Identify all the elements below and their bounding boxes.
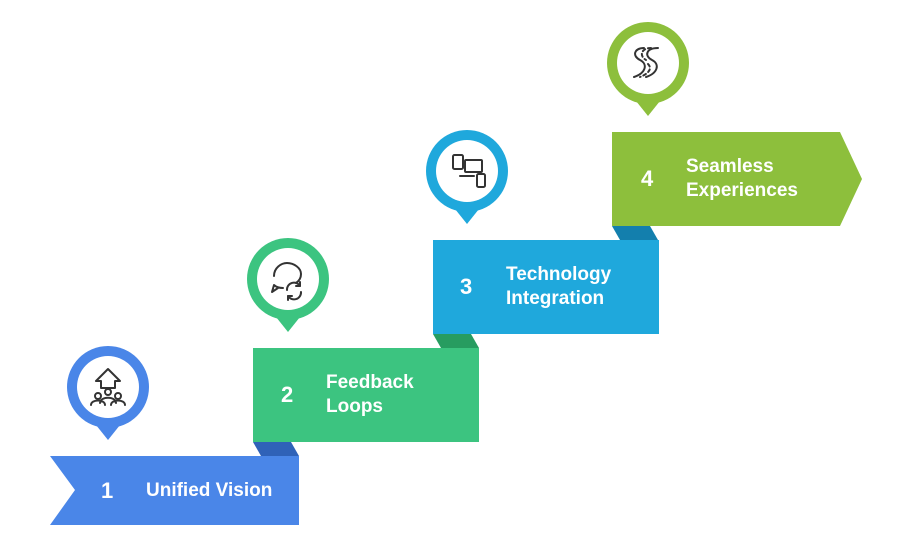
step-3-banner xyxy=(433,240,659,334)
step-4-pin xyxy=(607,22,689,116)
step-2-fold xyxy=(433,334,479,348)
step-1-fold xyxy=(253,442,299,456)
step-2-pin xyxy=(247,238,329,332)
step-1-label: Unified Vision xyxy=(146,480,273,501)
team-upward-arrow-icon xyxy=(90,368,126,406)
step-4-banner xyxy=(612,132,862,226)
step-1-number: 1 xyxy=(101,478,114,503)
winding-road-icon xyxy=(633,47,659,78)
step-2-label-line-1: Feedback xyxy=(326,372,414,393)
step-3-label-line-1: Technology xyxy=(506,264,612,285)
step-1-pin xyxy=(67,346,149,440)
step-3-pin xyxy=(426,130,508,224)
step-4-label-line-2: Experiences xyxy=(686,180,798,201)
step-2-banner xyxy=(253,348,479,442)
step-2-number: 2 xyxy=(281,382,294,407)
step-2-label-line-2: Loops xyxy=(326,396,383,417)
devices-icon xyxy=(452,154,486,188)
step-3-fold xyxy=(612,226,658,240)
step-4-number: 4 xyxy=(641,166,654,191)
chat-refresh-icon xyxy=(271,262,302,301)
step-3-number: 3 xyxy=(460,274,473,299)
step-3-label-line-2: Integration xyxy=(506,288,605,309)
step-1-banner xyxy=(50,456,299,525)
step-4-label-line-1: Seamless xyxy=(686,156,774,177)
